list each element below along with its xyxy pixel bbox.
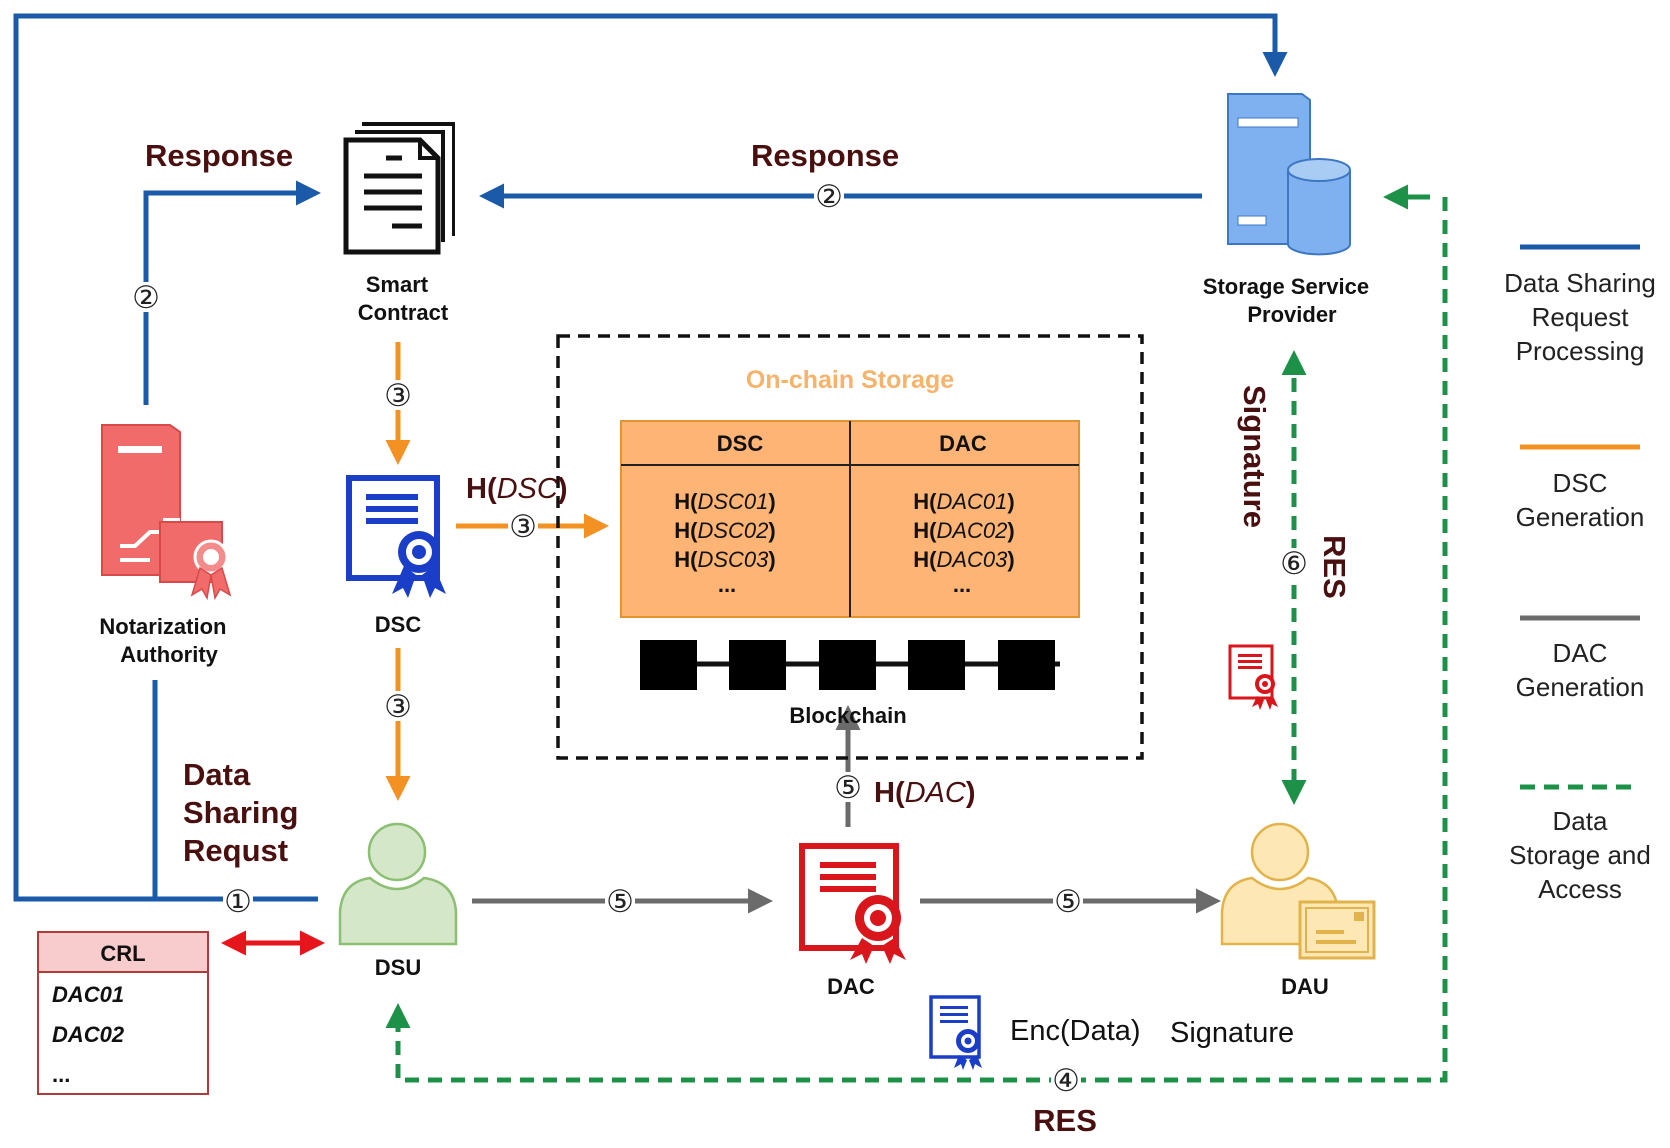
signature-bottom-label: Signature xyxy=(1170,1017,1294,1049)
enc-data-label: Enc(Data) xyxy=(1010,1015,1141,1047)
onchain-hash-entry: H(DSC02) xyxy=(674,518,775,543)
dsc-certificate-icon xyxy=(346,475,446,598)
step-number: ① xyxy=(224,884,252,920)
step-number: ④ xyxy=(1052,1063,1080,1099)
small-red-certificate-icon xyxy=(1228,644,1278,710)
step-number: ③ xyxy=(509,509,537,545)
onchain-hash-entry: H(DSC01) xyxy=(674,489,775,514)
h-dsc-label: H(DSC) xyxy=(466,473,568,505)
crl-item: DAC01 xyxy=(52,982,124,1007)
step-badge: ⑤ xyxy=(833,770,863,806)
notary-server-icon xyxy=(101,424,232,601)
crl-header: CRL xyxy=(100,941,145,966)
response-left-label: Response xyxy=(145,138,293,173)
crl-item: DAC02 xyxy=(52,1022,125,1047)
onchain-hash-entry: H(DSC03) xyxy=(674,547,775,572)
step-badge: ③ xyxy=(383,689,413,725)
smart-contract-icon xyxy=(343,122,455,255)
step-number: ⑤ xyxy=(834,770,862,806)
storage-flow-lines xyxy=(385,184,1448,1083)
onchain-hash-entry: H(DAC03) xyxy=(913,547,1014,572)
smart-contract-label: Smart Contract xyxy=(358,272,449,325)
step-number: ⑤ xyxy=(1054,884,1082,920)
step-badge: ① xyxy=(223,884,253,920)
dau-user-icon xyxy=(1220,822,1376,960)
response-top-label: Response xyxy=(751,138,899,173)
dac-label: DAC xyxy=(827,974,875,999)
crl-item: ... xyxy=(52,1062,70,1087)
dsu-user-icon xyxy=(338,822,458,946)
onchain-col-dsc: DSC xyxy=(717,431,764,456)
request-loop-arrow xyxy=(13,13,1288,902)
step-badge: ③ xyxy=(383,378,413,414)
onchain-hash-entry: H(DAC01) xyxy=(913,489,1014,514)
step-badge: ⑤ xyxy=(1053,884,1083,920)
step-badge: ③ xyxy=(508,509,538,545)
step-number: ⑤ xyxy=(606,884,634,920)
res-vertical-label: RES xyxy=(1317,535,1352,599)
storage-provider-label: Storage Service Provider xyxy=(1203,274,1375,327)
onchain-dsc-ellipsis: ... xyxy=(718,572,736,597)
data-sharing-request-label: Data Sharing Requst xyxy=(183,757,307,868)
dsu-label: DSU xyxy=(375,955,421,980)
onchain-dsc-rows: H(DSC01) H(DSC02) H(DSC03) xyxy=(674,489,775,572)
dsc-label: DSC xyxy=(375,612,422,637)
notary-label: Notarization Authority xyxy=(99,614,232,667)
storage-server-icon xyxy=(1227,93,1351,256)
step-badge: ⑤ xyxy=(605,884,635,920)
signature-vertical-label: Signature xyxy=(1237,385,1272,528)
blockchain-icon xyxy=(640,640,1060,690)
step-number: ③ xyxy=(384,689,412,725)
step-number: ② xyxy=(132,280,160,316)
step-number: ③ xyxy=(384,378,412,414)
dau-label: DAU xyxy=(1281,974,1329,999)
step-badge: ④ xyxy=(1051,1063,1081,1099)
crl-table: CRL DAC01 DAC02 ... xyxy=(37,931,209,1095)
onchain-dac-rows: H(DAC01) H(DAC02) H(DAC03) xyxy=(913,489,1014,572)
onchain-storage-panel: On-chain Storage DSC DAC H(DSC01) H(DSC02… xyxy=(556,334,1144,760)
step-numbers: ① ② ② ③ ③ ③ ④ ⑤ ⑤ ⑤ ⑥ xyxy=(131,179,1309,1099)
onchain-col-dac: DAC xyxy=(939,431,987,456)
res-return-arrow xyxy=(385,197,1448,1083)
step-number: ⑥ xyxy=(1280,546,1308,582)
small-blue-certificate-icon xyxy=(929,995,982,1070)
blockchain-label: Blockchain xyxy=(789,703,906,728)
onchain-hash-entry: H(DAC02) xyxy=(913,518,1014,543)
step-number: ② xyxy=(815,179,843,215)
step-badge: ② xyxy=(814,179,844,215)
step-badge: ⑥ xyxy=(1279,546,1309,582)
h-dac-label: H(DAC) xyxy=(874,777,976,809)
onchain-dac-ellipsis: ... xyxy=(953,572,971,597)
res-bottom-label: RES xyxy=(1033,1103,1097,1138)
step-badge: ② xyxy=(131,280,161,316)
dac-certificate-icon xyxy=(799,843,906,964)
notary-to-contract-arrow xyxy=(143,180,321,405)
onchain-title: On-chain Storage xyxy=(746,366,954,394)
